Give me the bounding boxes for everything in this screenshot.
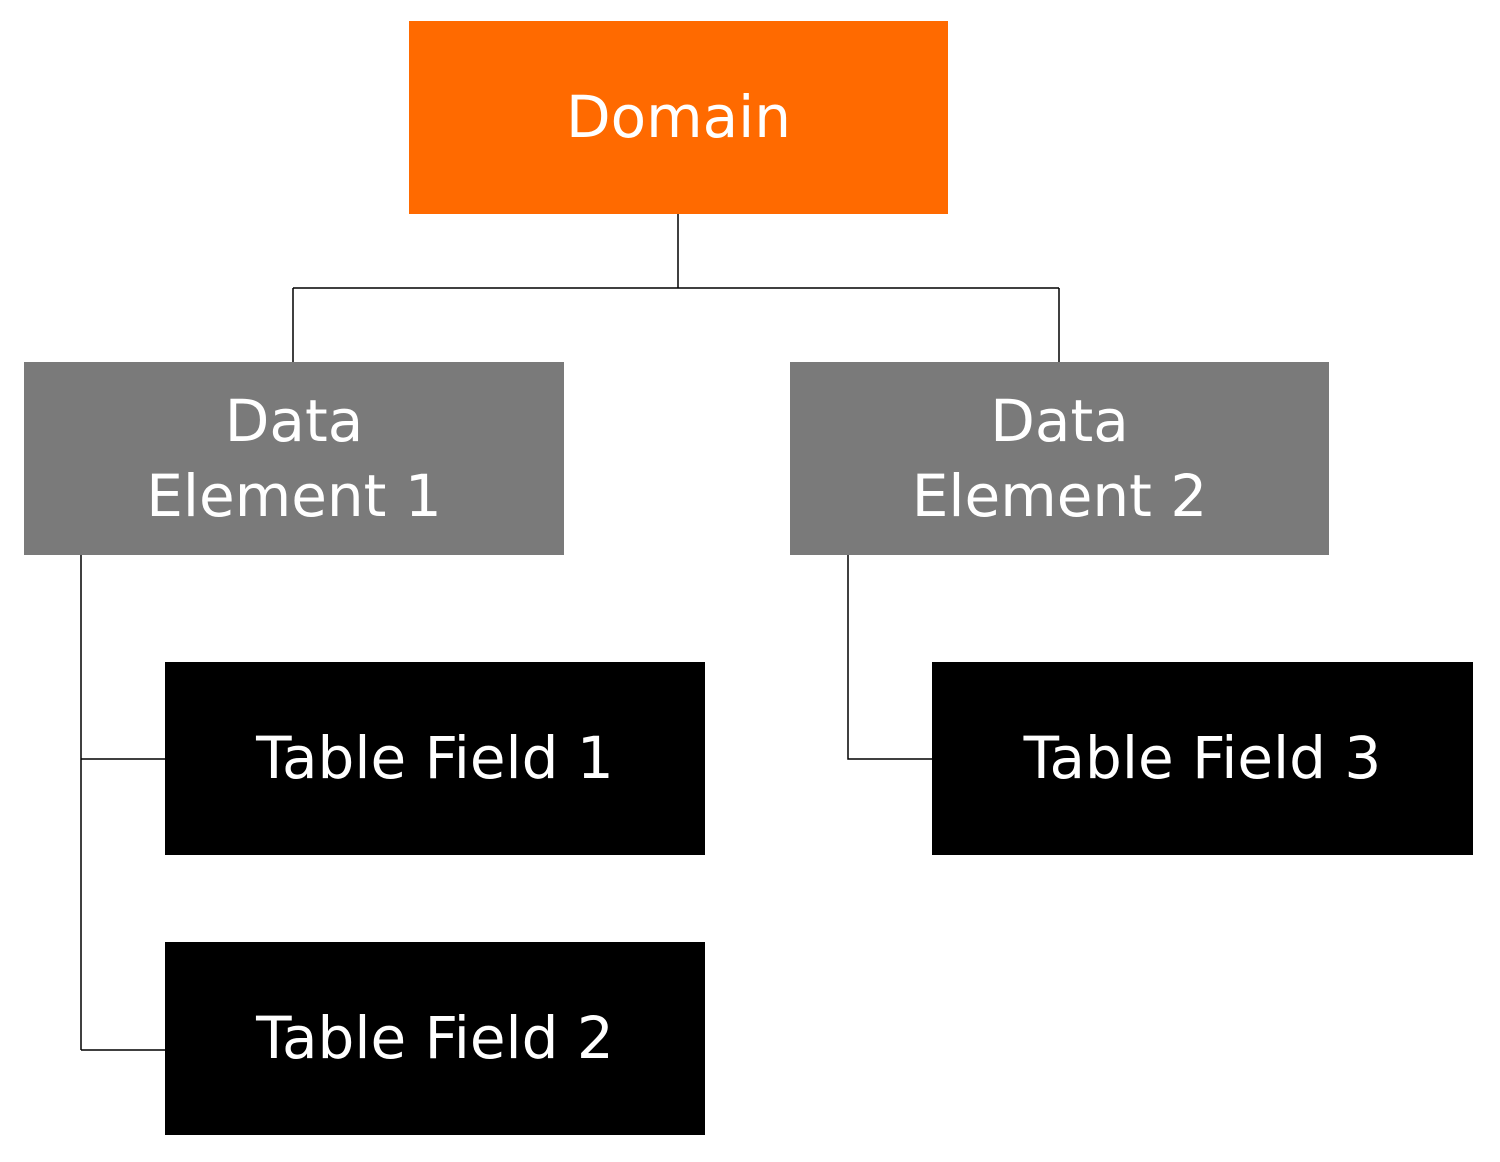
connector-domain-to-elements bbox=[292, 214, 1060, 362]
data-element-2-node: Data Element 2 bbox=[790, 362, 1329, 555]
table-field-2-label: Table Field 2 bbox=[256, 1004, 614, 1073]
table-field-1-label: Table Field 1 bbox=[256, 724, 614, 793]
domain-node: Domain bbox=[409, 21, 948, 214]
table-field-3-node: Table Field 3 bbox=[932, 662, 1473, 855]
data-element-1-label: Data Element 1 bbox=[146, 387, 442, 530]
data-element-2-label: Data Element 2 bbox=[911, 387, 1208, 530]
data-element-1-node: Data Element 1 bbox=[24, 362, 564, 555]
connector-element1-to-fields bbox=[80, 555, 165, 1051]
domain-label: Domain bbox=[565, 83, 792, 152]
connector-element2-to-field3 bbox=[847, 555, 932, 760]
table-field-1-node: Table Field 1 bbox=[165, 662, 705, 855]
table-field-3-label: Table Field 3 bbox=[1023, 724, 1382, 793]
table-field-2-node: Table Field 2 bbox=[165, 942, 705, 1135]
